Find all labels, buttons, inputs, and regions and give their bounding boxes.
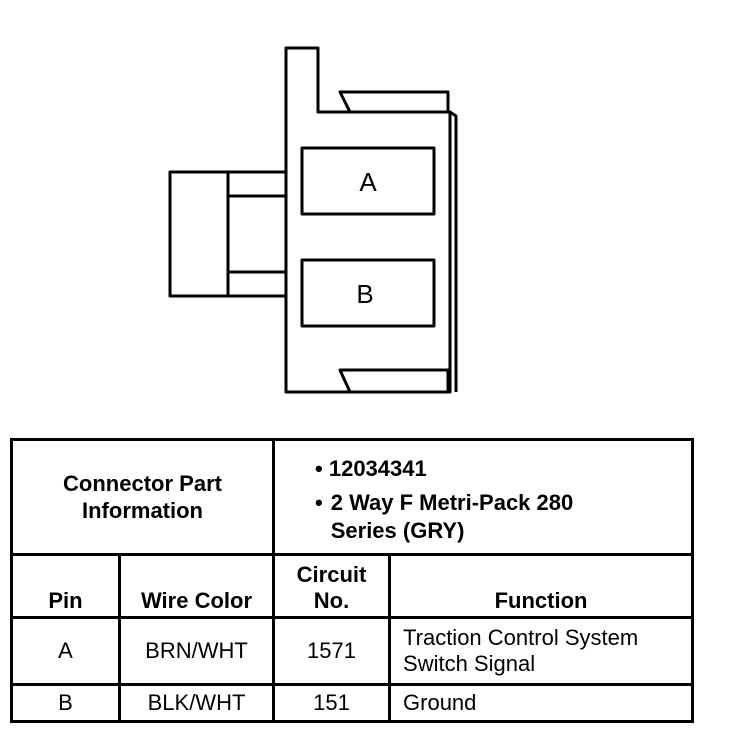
- part-number: 12034341: [328, 456, 427, 481]
- connector-face-diagram: A B: [168, 46, 458, 394]
- connector-info-table: Connector Part Information • 12034341 •2…: [9, 438, 695, 723]
- connector-body: [284, 46, 452, 394]
- connector-bottom-latch: [338, 368, 450, 393]
- table-row: A BRN/WHT 1571 Traction Control System S…: [10, 616, 695, 686]
- table-row: B BLK/WHT 151 Ground: [10, 683, 695, 723]
- header-pin: Pin: [10, 553, 121, 619]
- cavity-a-label: A: [359, 167, 377, 197]
- cavity-b: [300, 258, 436, 328]
- part-info-list: • 12034341 •2 Way F Metri-Pack 280 Serie…: [272, 438, 695, 556]
- function-cell: Traction Control System Switch Signal: [388, 616, 695, 686]
- pin-cell: A: [10, 616, 121, 686]
- cavity-a: [300, 146, 436, 216]
- header-circuit: Circuit No.: [272, 553, 392, 619]
- connector-latch-edge: [449, 110, 458, 392]
- cavity-b-label: B: [356, 279, 373, 309]
- part-info-item: • 12034341: [315, 456, 427, 481]
- circuit-cell: 151: [272, 683, 392, 723]
- function-cell: Ground: [388, 683, 695, 723]
- circuit-cell: 1571: [272, 616, 392, 686]
- header-wire-color: Wire Color: [117, 553, 276, 619]
- connector-top-latch: [338, 90, 450, 113]
- header-function: Function: [388, 553, 695, 619]
- wire-color-cell: BRN/WHT: [117, 616, 276, 686]
- part-info-item: •2 Way F Metri-Pack 280 Series (GRY): [315, 489, 683, 545]
- pin-cell: B: [10, 683, 121, 723]
- connector-part-label: Connector Part Information: [9, 438, 276, 556]
- wire-color-cell: BLK/WHT: [117, 683, 276, 723]
- part-description: 2 Way F Metri-Pack 280 Series (GRY): [330, 490, 574, 543]
